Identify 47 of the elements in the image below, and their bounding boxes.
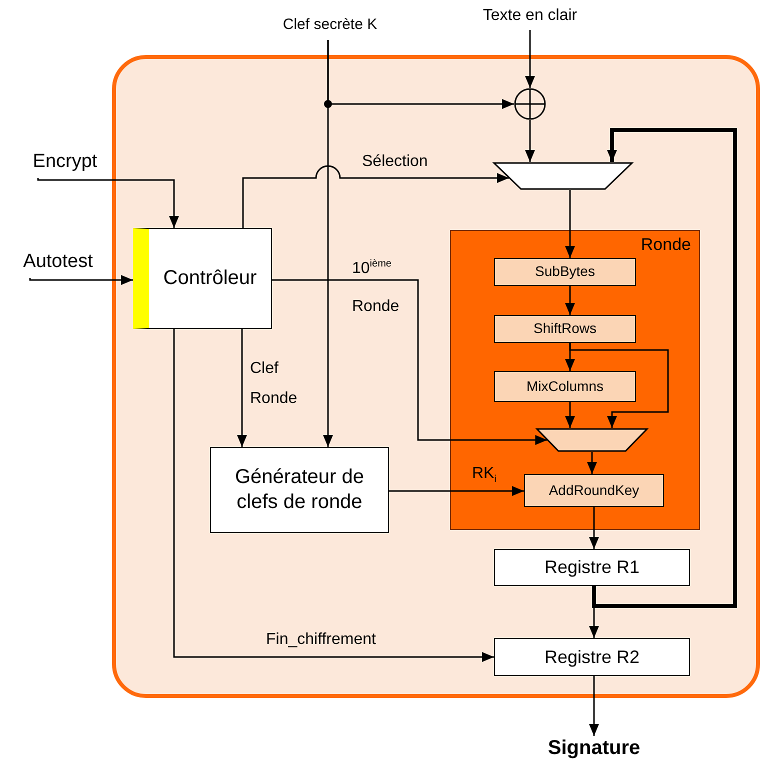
step-block: [494, 258, 636, 286]
key-generator-block: [210, 447, 389, 533]
block-label: MixColumns: [525, 378, 604, 396]
step-block: [494, 371, 636, 402]
module-background: [112, 55, 760, 698]
arrow: [525, 120, 535, 162]
output-label: Signature: [546, 736, 642, 761]
block-label: Registre R2: [543, 646, 641, 668]
block-label: Contrôleur: [162, 266, 258, 291]
arrow: [323, 40, 333, 447]
edge-label: Clef Ronde: [250, 359, 298, 410]
block-label: SubBytes: [534, 263, 596, 281]
arrow: [389, 486, 524, 496]
arrow: [242, 165, 509, 228]
arrow: [589, 507, 599, 549]
controller-block: [133, 228, 272, 329]
arrow: [565, 286, 575, 315]
edge-label: 10$^{ième}$ Ronde: [352, 258, 400, 317]
block-label: AddRoundKey: [548, 482, 640, 500]
input-label: Autotest: [22, 250, 94, 274]
arrow: [589, 676, 599, 736]
step-block: [524, 474, 664, 507]
arrow: [565, 190, 575, 258]
arrow: [565, 402, 575, 428]
arrow: [29, 275, 133, 285]
edge-label: Fin_chiffrement: [266, 630, 377, 650]
register-block: [494, 549, 690, 586]
arrow: [592, 128, 737, 608]
edge-label: Sélection: [362, 152, 429, 172]
input-label: Texte en clair: [482, 6, 578, 26]
arrow: [525, 30, 535, 88]
block-label: ShiftRows: [532, 320, 598, 338]
input-label: Clef secrète K: [282, 16, 378, 35]
round-block: [450, 230, 700, 530]
input-label: Encrypt: [32, 150, 98, 174]
block-label: Générateur de clefs de ronde: [234, 465, 365, 515]
arrow: [173, 329, 494, 662]
arrow: [37, 178, 179, 228]
arrow: [272, 279, 548, 445]
register-block: [494, 638, 690, 676]
step-block: [494, 315, 636, 343]
block-label: Registre R1: [543, 556, 641, 579]
arrow: [569, 343, 669, 428]
arrow: [587, 452, 597, 474]
edge-label: RK$_{i}$: [472, 464, 498, 486]
block-title: Ronde: [640, 235, 691, 255]
arrow: [237, 329, 247, 447]
